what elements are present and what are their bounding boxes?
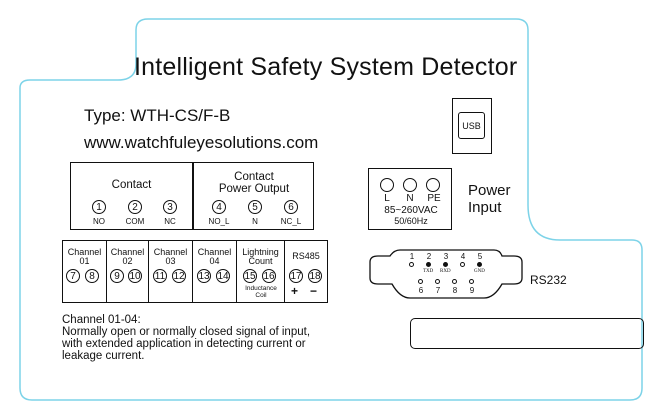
pin-7	[435, 279, 440, 284]
pin-3-label: 3	[443, 252, 449, 261]
terminal-5-label: N	[252, 217, 258, 226]
terminal-17[interactable]: 17	[289, 269, 303, 283]
channel-01-cell: Channel 01 7 8	[63, 241, 107, 302]
terminal-1[interactable]: 1	[92, 200, 106, 214]
pin-7-label: 7	[435, 286, 441, 295]
pin-9-label: 9	[469, 286, 475, 295]
pin-6-label: 6	[418, 286, 424, 295]
power-label-pe: PE	[427, 193, 441, 204]
pin-6	[418, 279, 423, 284]
model-type: Type: WTH-CS/F-B	[84, 106, 231, 125]
power-voltage: 85~260VAC	[384, 205, 438, 216]
terminal-6-label: NC_L	[280, 217, 302, 226]
note-line-2: Normally open or normally closed signal …	[62, 326, 311, 338]
pin-5	[477, 262, 482, 267]
rs485-cell: RS485 17 18 + −	[285, 241, 327, 302]
website: www.watchfuleyesolutions.com	[84, 133, 319, 152]
terminal-1-label: NO	[93, 217, 105, 226]
inductance-label-1: Inductance	[245, 285, 277, 292]
terminal-15[interactable]: 15	[243, 269, 257, 283]
note-line-1: Channel 01-04:	[62, 314, 141, 326]
terminal-14[interactable]: 14	[216, 269, 230, 283]
channel-04-cell: Channel 04 13 14	[193, 241, 237, 302]
pin-4-label: 4	[460, 252, 466, 261]
pin-1	[409, 262, 414, 267]
terminal-4[interactable]: 4	[212, 200, 226, 214]
power-label-l: L	[384, 193, 390, 204]
terminal-11[interactable]: 11	[153, 269, 167, 283]
blank-label-box	[410, 318, 644, 349]
terminal-18[interactable]: 18	[308, 269, 322, 283]
channel-02-label-2: 02	[122, 256, 133, 266]
rs485-plus-sign: +	[291, 284, 299, 298]
pin-9	[469, 279, 474, 284]
power-terminal-n[interactable]	[403, 178, 417, 192]
pin-8-label: 8	[452, 286, 458, 295]
terminal-4-label: NO_L	[208, 217, 230, 226]
channel-01-label-1: Channel	[67, 247, 102, 257]
power-terminal-block: L N PE 85~260VAC 50/60Hz	[368, 168, 452, 230]
terminal-16[interactable]: 16	[262, 269, 276, 283]
rxd-label: RXD	[440, 269, 451, 274]
terminal-12[interactable]: 12	[172, 269, 186, 283]
channel-02-cell: Channel 02 9 10	[107, 241, 149, 302]
power-input-line-1: Power	[468, 182, 511, 199]
inductance-label-2: Coil	[255, 292, 267, 299]
contact-terminal-block: Contact Contact Power Output 1 2 3 NO CO…	[70, 162, 314, 230]
channel-terminal-block: Channel 01 7 8 Channel 02 9 10 Channel 0…	[62, 240, 328, 303]
terminal-3[interactable]: 3	[163, 200, 177, 214]
txd-label: TXD	[423, 269, 434, 274]
pin-1-label: 1	[409, 252, 415, 261]
rs485-minus-sign: −	[310, 284, 318, 298]
terminal-9[interactable]: 9	[110, 269, 124, 283]
page-title: Intelligent Safety System Detector	[134, 53, 518, 81]
terminal-7[interactable]: 7	[66, 269, 80, 283]
rs485-label: RS485	[292, 251, 320, 261]
power-terminal-l[interactable]	[380, 178, 394, 192]
terminal-3-label: NC	[164, 217, 176, 226]
terminal-2[interactable]: 2	[128, 200, 142, 214]
terminal-2-label: COM	[125, 217, 145, 226]
rs232-label: RS232	[530, 273, 567, 287]
usb-label: USB	[458, 112, 485, 139]
rs232-connector[interactable]	[366, 248, 526, 300]
gnd-label: GND	[474, 269, 485, 274]
divider	[192, 163, 194, 229]
terminal-13[interactable]: 13	[197, 269, 211, 283]
rs232-pins: 1 2 3 4 5 TXD RXD GND 6 7 8 9	[366, 248, 526, 300]
lightning-label-2: Count	[248, 256, 273, 266]
lightning-count-cell: Lightning Count 15 16 Inductance Coil	[237, 241, 285, 302]
channel-note: Channel 01-04: Normally open or normally…	[62, 314, 310, 362]
lightning-label-1: Lightning	[242, 247, 279, 257]
terminal-8[interactable]: 8	[85, 269, 99, 283]
note-line-3: with extended application in detecting c…	[62, 338, 306, 350]
channel-03-cell: Channel 03 11 12	[149, 241, 193, 302]
pin-4	[460, 262, 465, 267]
channel-04-label-1: Channel	[197, 247, 232, 257]
terminal-6[interactable]: 6	[284, 200, 298, 214]
channel-04-label-2: 04	[209, 256, 220, 266]
pin-2	[426, 262, 431, 267]
channel-03-label-2: 03	[165, 256, 176, 266]
pin-5-label: 5	[477, 252, 483, 261]
channel-01-label-2: 01	[79, 256, 90, 266]
power-input-label: Power Input	[468, 182, 511, 216]
channel-03-label-1: Channel	[153, 247, 188, 257]
note-line-4: leakage current.	[62, 350, 145, 362]
power-label-n: N	[406, 193, 414, 204]
channel-02-label-1: Channel	[110, 247, 145, 257]
pin-3	[443, 262, 448, 267]
power-terminal-pe[interactable]	[426, 178, 440, 192]
usb-port[interactable]: USB	[452, 98, 492, 154]
contact-power-title-1: Contact	[234, 171, 274, 183]
contact-title: Contact	[111, 179, 152, 191]
terminal-10[interactable]: 10	[128, 269, 142, 283]
pin-8	[452, 279, 457, 284]
pin-2-label: 2	[426, 252, 432, 261]
power-input-line-2: Input	[468, 199, 502, 216]
terminal-5[interactable]: 5	[248, 200, 262, 214]
power-frequency: 50/60Hz	[394, 216, 428, 226]
contact-power-title-2: Power Output	[218, 183, 290, 195]
